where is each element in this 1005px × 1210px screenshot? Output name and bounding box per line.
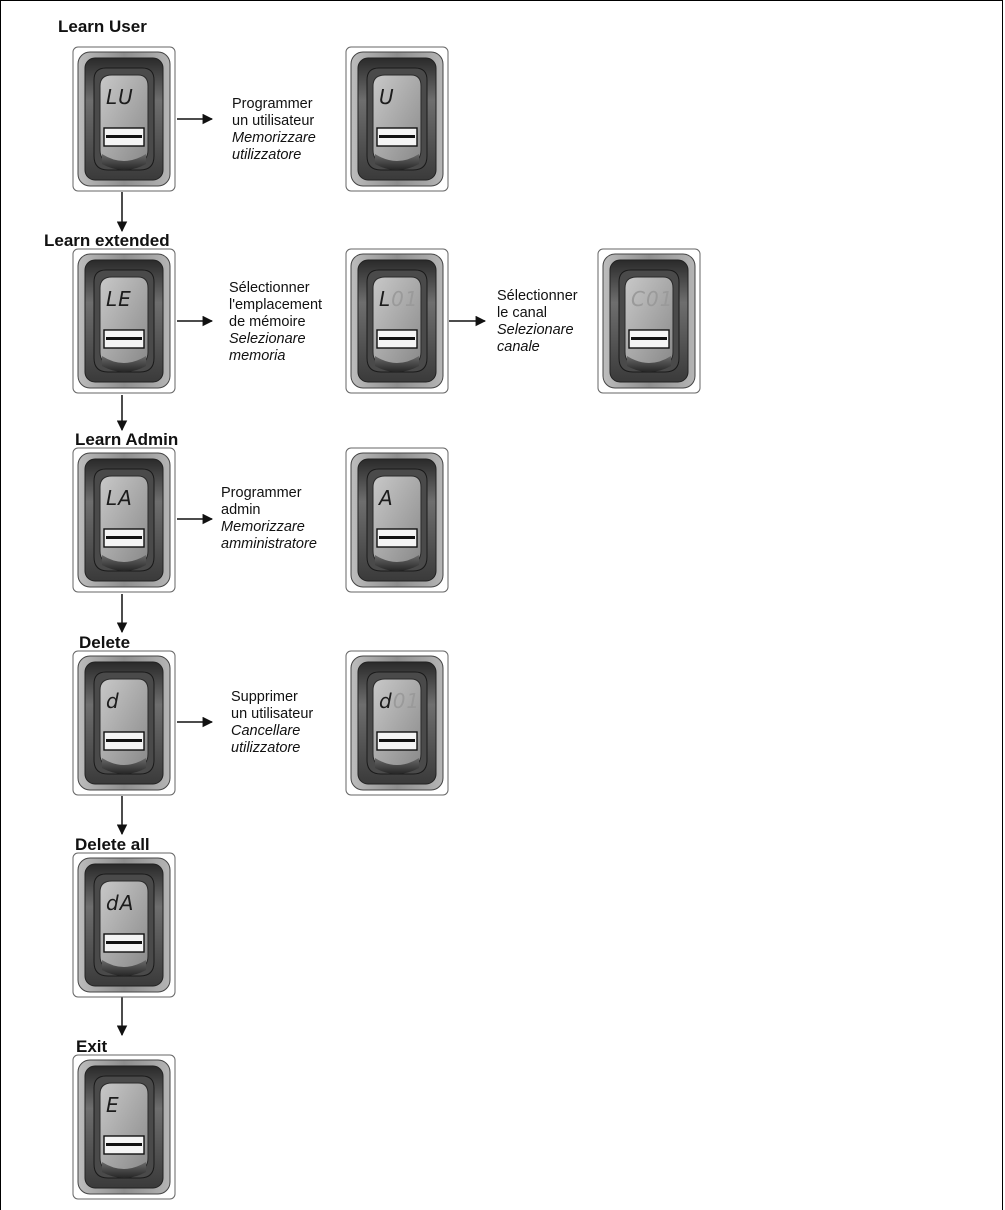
desc-it-line: utilizzatore bbox=[231, 740, 301, 756]
desc-it-line: Memorizzare bbox=[232, 130, 316, 146]
reader-device: L01 bbox=[345, 248, 449, 394]
reader-drawing: LU bbox=[72, 46, 176, 192]
desc-delete: Supprimer un utilisateur Cancellare util… bbox=[231, 689, 313, 757]
lcd-display-text: LE bbox=[106, 287, 132, 311]
reader-drawing: d bbox=[72, 650, 176, 796]
lcd-display-text: L01 bbox=[379, 287, 419, 311]
reader-drawing: C01 bbox=[597, 248, 701, 394]
reader-device: LU bbox=[72, 46, 176, 192]
reader-drawing: U bbox=[345, 46, 449, 192]
reader-device: E bbox=[72, 1054, 176, 1200]
desc-fr-line: Programmer bbox=[232, 96, 313, 112]
title-learn-admin: Learn Admin bbox=[75, 430, 179, 449]
desc-fr-line: l'emplacement bbox=[229, 297, 323, 313]
reader-device: C01 bbox=[597, 248, 701, 394]
title-delete-all: Delete all bbox=[75, 835, 150, 854]
desc-fr-line: un utilisateur bbox=[231, 706, 314, 722]
reader-drawing: E bbox=[72, 1054, 176, 1200]
reader-device: U bbox=[345, 46, 449, 192]
desc-it-line: Selezionare bbox=[229, 331, 306, 347]
desc-it-line: amministratore bbox=[221, 536, 317, 552]
reader-device: d bbox=[72, 650, 176, 796]
title-exit: Exit bbox=[76, 1037, 108, 1056]
desc-fr-line: Sélectionner bbox=[497, 288, 578, 304]
desc-fr-line: Sélectionner bbox=[229, 280, 310, 296]
desc-fr-line: de mémoire bbox=[229, 314, 306, 330]
lcd-display-text: LU bbox=[106, 85, 134, 109]
reader-drawing: A bbox=[345, 447, 449, 593]
desc-fr-line: Supprimer bbox=[231, 689, 298, 705]
desc-it-line: Cancellare bbox=[231, 723, 301, 739]
reader-device: LA bbox=[72, 447, 176, 593]
desc-learn-admin: Programmer admin Memorizzare amministrat… bbox=[221, 485, 317, 553]
lcd-display-text: d01 bbox=[379, 689, 420, 713]
reader-device: d01 bbox=[345, 650, 449, 796]
desc-learn-user: Programmer un utilisateur Memorizzare ut… bbox=[232, 96, 316, 164]
lcd-display-text: E bbox=[106, 1093, 120, 1117]
desc-it-line: canale bbox=[497, 339, 540, 355]
reader-drawing: LA bbox=[72, 447, 176, 593]
reader-drawing: L01 bbox=[345, 248, 449, 394]
title-learn-user: Learn User bbox=[58, 17, 147, 36]
reader-device: LE bbox=[72, 248, 176, 394]
reader-drawing: d01 bbox=[345, 650, 449, 796]
lcd-display-text: U bbox=[379, 85, 395, 109]
reader-device: dA bbox=[72, 852, 176, 998]
desc-it-line: utilizzatore bbox=[232, 147, 302, 163]
desc-select-channel: Sélectionner le canal Selezionare canale bbox=[497, 288, 578, 356]
lcd-display-text: LA bbox=[106, 486, 133, 510]
desc-it-line: Selezionare bbox=[497, 322, 574, 338]
desc-learn-extended: Sélectionner l'emplacement de mémoire Se… bbox=[229, 280, 322, 365]
title-learn-extended: Learn extended bbox=[44, 231, 170, 250]
lcd-display-text: d bbox=[106, 689, 120, 713]
reader-device: A bbox=[345, 447, 449, 593]
desc-fr-line: un utilisateur bbox=[232, 113, 315, 129]
reader-drawing: dA bbox=[72, 852, 176, 998]
title-delete: Delete bbox=[79, 633, 131, 652]
lcd-display-text: A bbox=[377, 486, 394, 510]
desc-fr-line: admin bbox=[221, 502, 261, 518]
lcd-display-text: C01 bbox=[631, 287, 673, 311]
lcd-display-text: dA bbox=[106, 891, 134, 915]
desc-it-line: Memorizzare bbox=[221, 519, 305, 535]
reader-drawing: LE bbox=[72, 248, 176, 394]
desc-fr-line: le canal bbox=[497, 305, 547, 321]
desc-fr-line: Programmer bbox=[221, 485, 302, 501]
desc-it-line: memoria bbox=[229, 348, 286, 364]
